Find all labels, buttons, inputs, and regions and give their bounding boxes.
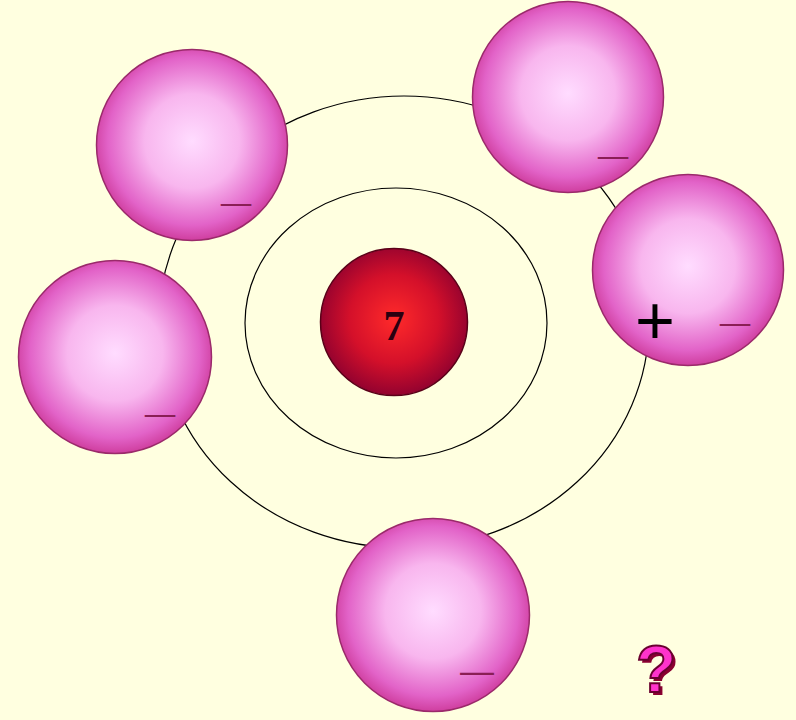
electron-shape	[95, 48, 289, 242]
nucleus: 7	[319, 247, 469, 397]
charge-sign: +	[635, 286, 675, 354]
charge-sign: —	[720, 307, 751, 338]
question-mark: ?	[636, 636, 676, 702]
electron: +—	[591, 173, 785, 367]
charge-sign: —	[221, 187, 252, 218]
charge-sign: —	[460, 653, 494, 687]
electron-shape	[591, 173, 785, 367]
electron: —	[95, 48, 289, 242]
electron: —	[17, 259, 213, 455]
electron: —	[335, 517, 531, 713]
electron-shape	[335, 517, 531, 713]
electron-shape	[471, 0, 665, 194]
electron: —	[471, 0, 665, 194]
charge-sign: —	[145, 398, 176, 429]
inner-orbit	[245, 188, 547, 458]
electron-shape	[17, 259, 213, 455]
atomic-number: 7	[384, 305, 405, 347]
charge-sign: —	[598, 140, 629, 171]
